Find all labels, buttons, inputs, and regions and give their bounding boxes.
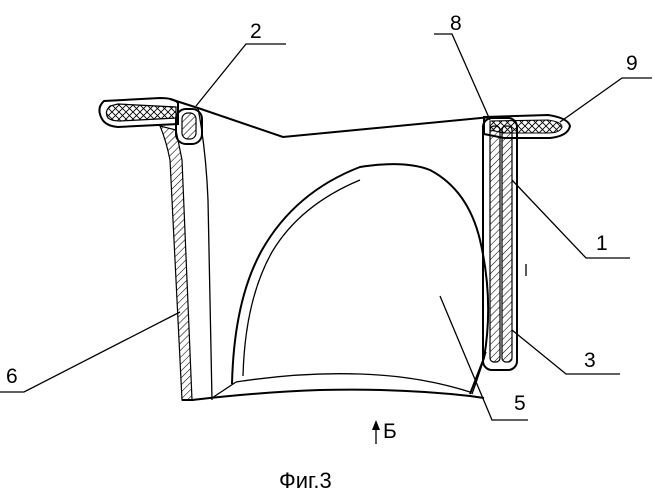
label-3: 3 [584,349,596,372]
label-5: 5 [514,392,526,415]
leader-lines [0,34,652,420]
left-flange-bead [99,98,178,127]
insert-part-5 [232,164,488,394]
figure-caption: Фиг.3 [279,468,332,493]
label-9: 9 [626,52,638,75]
label-1: 1 [596,232,608,255]
label-2: 2 [250,20,262,43]
left-wall-part-6 [160,126,194,400]
view-arrow [372,420,380,444]
cup-body [192,382,484,400]
view-arrow-label: Б [383,420,397,443]
label-8: 8 [450,12,462,35]
label-6: 6 [6,365,18,388]
top-rim [170,99,491,400]
clip-part-2 [176,109,202,144]
